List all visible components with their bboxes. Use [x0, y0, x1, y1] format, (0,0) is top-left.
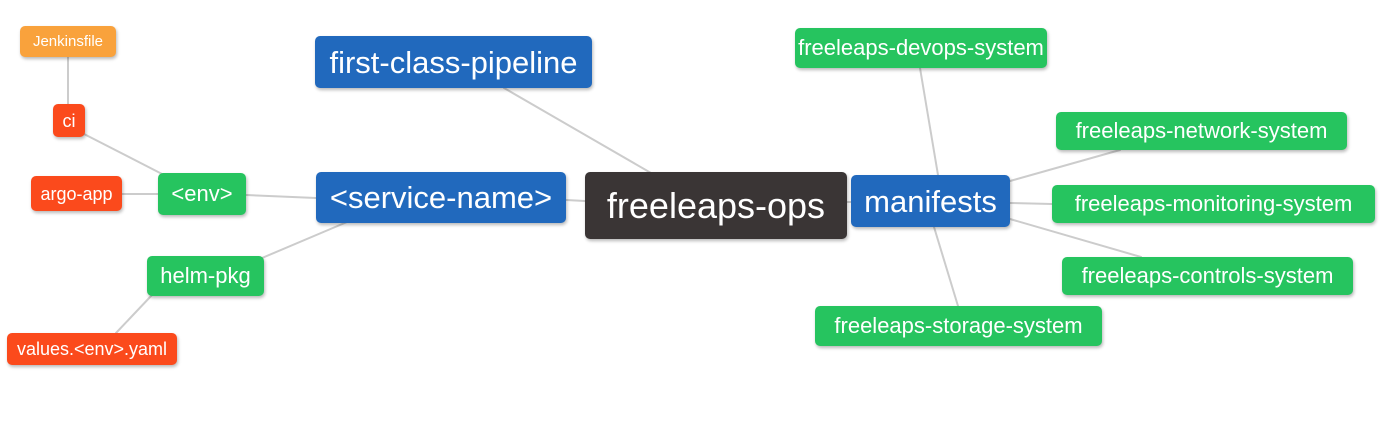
- mindmap-node-helm-pkg[interactable]: helm-pkg: [147, 256, 264, 296]
- mindmap-node-freeleaps-devops-system[interactable]: freeleaps-devops-system: [795, 28, 1047, 68]
- edge-service-name-freeleaps-ops: [565, 199, 586, 202]
- edge-env-service-name: [245, 194, 317, 199]
- node-label: manifests: [864, 183, 997, 219]
- edge-first-class-pipeline-freeleaps-ops: [503, 87, 652, 174]
- edge-manifests-freeleaps-monitoring-system: [1009, 202, 1053, 205]
- mindmap-node-argo-app[interactable]: argo-app: [31, 176, 122, 211]
- node-label: <env>: [171, 181, 233, 206]
- node-label: first-class-pipeline: [329, 44, 578, 80]
- node-label: ci: [62, 110, 76, 131]
- mindmap-node-freeleaps-storage-system[interactable]: freeleaps-storage-system: [815, 306, 1102, 346]
- node-label: freeleaps-network-system: [1075, 118, 1328, 143]
- node-label: values.<env>.yaml: [16, 339, 168, 359]
- mindmap-node-env[interactable]: <env>: [158, 173, 246, 215]
- mindmap-node-freeleaps-network-system[interactable]: freeleaps-network-system: [1056, 112, 1347, 150]
- node-label: freeleaps-monitoring-system: [1074, 191, 1353, 216]
- mindmap-node-manifests[interactable]: manifests: [851, 175, 1010, 227]
- edge-values-env-yaml-helm-pkg: [115, 294, 153, 334]
- edge-manifests-freeleaps-storage-system: [933, 226, 959, 307]
- node-label: Jenkinsfile: [32, 33, 104, 50]
- edge-manifests-freeleaps-network-system: [1009, 149, 1121, 182]
- node-label: freeleaps-ops: [606, 184, 826, 226]
- mindmap-node-freeleaps-ops[interactable]: freeleaps-ops: [585, 172, 847, 239]
- edge-ci-env: [83, 133, 165, 176]
- mindmap-node-jenkinsfile[interactable]: Jenkinsfile: [20, 26, 116, 57]
- node-label: argo-app: [40, 183, 113, 204]
- mindmap-node-freeleaps-controls-system[interactable]: freeleaps-controls-system: [1062, 257, 1353, 295]
- mindmap-node-first-class-pipeline[interactable]: first-class-pipeline: [315, 36, 592, 88]
- node-label: helm-pkg: [160, 263, 251, 288]
- mindmap-node-freeleaps-monitoring-system[interactable]: freeleaps-monitoring-system: [1052, 185, 1375, 223]
- mindmap-node-ci[interactable]: ci: [53, 104, 85, 137]
- edge-manifests-freeleaps-controls-system: [1009, 218, 1142, 258]
- edge-manifests-freeleaps-devops-system: [919, 67, 939, 176]
- edge-helm-pkg-service-name: [261, 221, 348, 259]
- node-label: freeleaps-storage-system: [834, 313, 1083, 338]
- mindmap-node-values-env-yaml[interactable]: values.<env>.yaml: [7, 333, 177, 365]
- node-label: freeleaps-devops-system: [798, 35, 1044, 60]
- mindmap-node-service-name[interactable]: <service-name>: [316, 172, 566, 223]
- node-label: freeleaps-controls-system: [1081, 263, 1334, 288]
- node-label: <service-name>: [329, 180, 553, 215]
